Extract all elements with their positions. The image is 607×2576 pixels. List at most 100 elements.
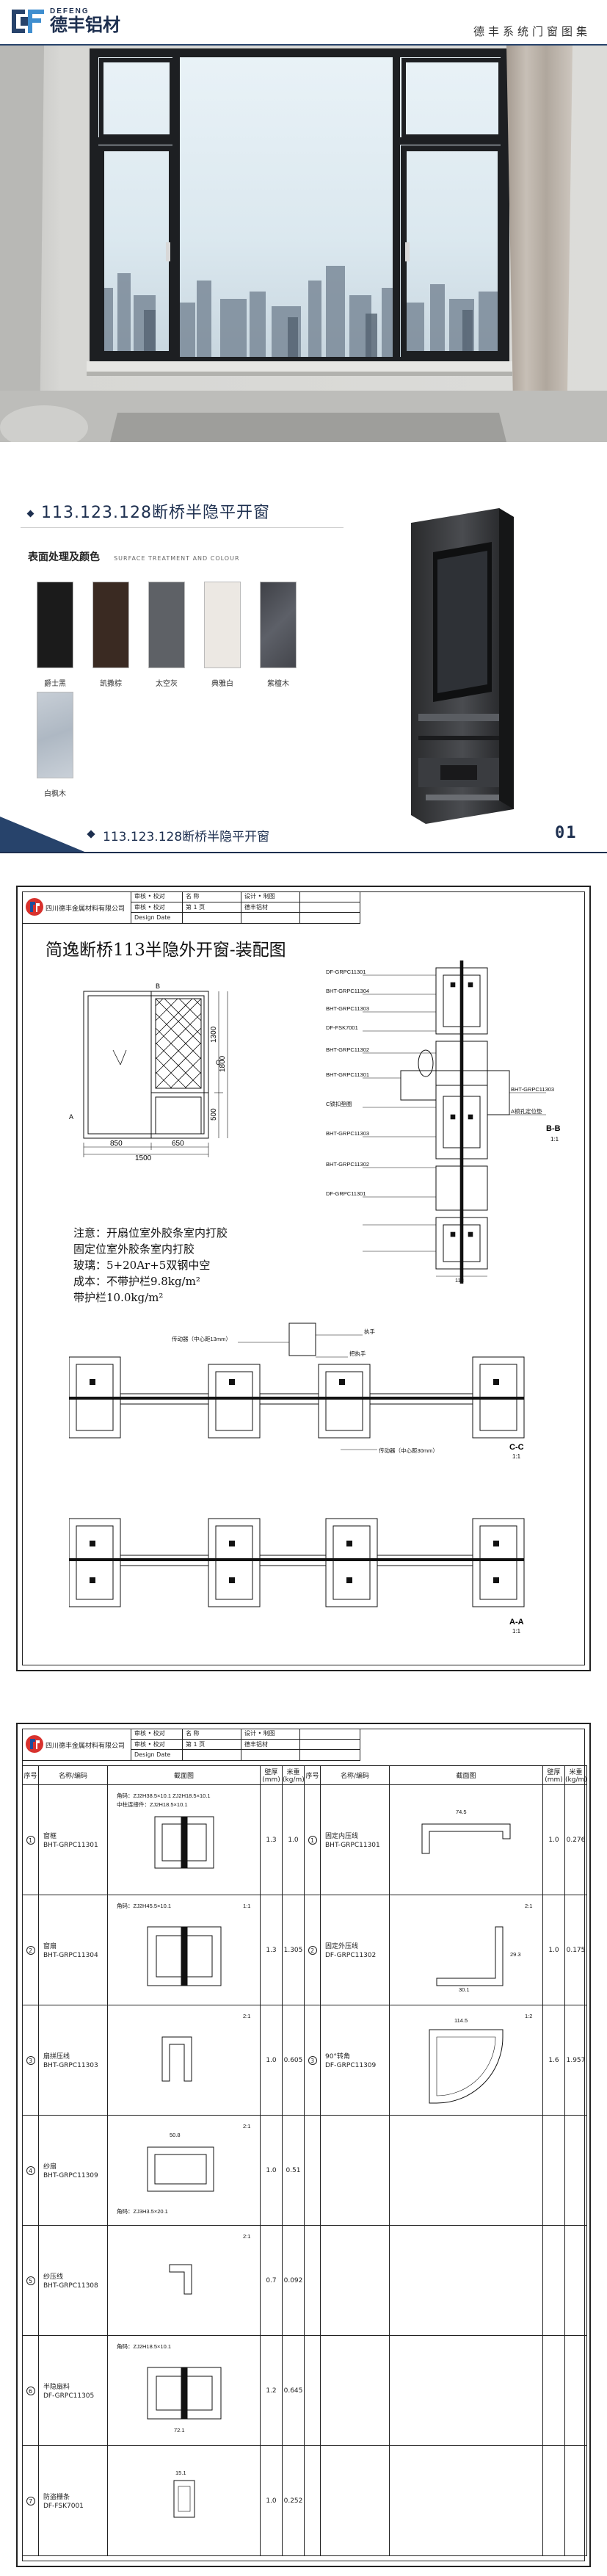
- product-title-bar: 113.123.128断桥半隐平开窗: [21, 501, 344, 528]
- section-scale: 2:1: [525, 1903, 532, 1909]
- tb-cell: Design Date: [131, 1750, 183, 1761]
- section-scale: 1:2: [525, 2013, 532, 2019]
- weight-cell: 1.305: [282, 1895, 305, 2005]
- col-header: 壁厚(mm): [542, 1765, 565, 1785]
- weight-cell: 1.0: [282, 1784, 305, 1895]
- section-tag-label: B-B: [546, 1124, 561, 1133]
- swatch-color-box: [92, 582, 129, 668]
- sash-bead-section-drawing: 2:1: [161, 2013, 250, 2082]
- dim-height-total: 1800: [219, 1055, 227, 1072]
- profile-name: 窗扇: [43, 1943, 57, 1950]
- section-tag-scale: 1:1: [512, 1628, 521, 1635]
- tb-cell: [300, 891, 360, 902]
- part-code-label: BHT-GRPC11303: [326, 1005, 369, 1012]
- color-swatch: 太空灰: [148, 582, 185, 688]
- swatch-color-box: [37, 692, 73, 778]
- row-number: 4: [22, 2115, 39, 2226]
- vertical-section-drawing: DF-GRPC11301 BHT-GRPC11304 BHT-GRPC11303…: [326, 960, 561, 1284]
- title-block-grid: 审核 • 校对 名 称 设计 • 制图 审核 • 校对 第 1 页 德丰铝材 D…: [131, 1729, 360, 1761]
- section-dim: 114.5: [454, 2017, 468, 2024]
- swatch-color-box: [148, 582, 185, 668]
- weight-cell: 0.175: [564, 1895, 587, 2005]
- dim-width-left: 850: [110, 1140, 123, 1148]
- profile-table: 序号 名称/编码 截面图 壁厚(mm) 米重(kg/m) 序号 名称/编码 截面…: [22, 1765, 587, 2556]
- section-scale: 1:1: [243, 1903, 250, 1909]
- profile-name-cell: 纱扇 BHT-GRPC11309: [38, 2115, 108, 2226]
- section-annotation: 角码：ZJ2H18.5×10.1: [117, 2342, 171, 2350]
- weight-cell: 0.252: [282, 2445, 305, 2556]
- profile-section-cell: 1:2 114.5: [389, 2005, 543, 2116]
- outer-bead-section-drawing: 2:1 29.3 30.1: [436, 1903, 532, 1993]
- profile-code: DF-GRPC11302: [325, 1952, 377, 1959]
- section-width-dim: 113: [455, 1277, 464, 1284]
- profile-name: 固定内压线: [325, 1833, 359, 1840]
- row-number: 6: [22, 2335, 39, 2446]
- tb-cell: 审核 • 校对: [131, 1739, 183, 1751]
- col-header: 序号: [304, 1765, 321, 1785]
- profile-section-cell: 角码：ZJ2H45.5×10.1 1:1: [107, 1895, 261, 2005]
- guard-bar-section-drawing: 15.1: [173, 2470, 195, 2518]
- color-swatch: 爵士黑: [37, 582, 73, 688]
- dim-height-top: 1300: [210, 1026, 218, 1043]
- profile-name-cell: 90°转角 DF-GRPC11309: [320, 2005, 390, 2116]
- caption-title: 113.123.128断桥半隐平开窗: [103, 830, 270, 844]
- section-tag-aa: A-A 1:1: [509, 1618, 524, 1635]
- surface-title-en: SURFACE TREATMENT AND COLOUR: [114, 555, 240, 562]
- profile-code: DF-GRPC11309: [325, 2062, 377, 2069]
- row-number: 1: [304, 1784, 321, 1895]
- title-block: 四川德丰金属材料有限公司 审核 • 校对 名 称 设计 • 制图 审核 • 校对…: [22, 1729, 360, 1761]
- dim-height-bottom: 500: [210, 1108, 218, 1121]
- row-number: 2: [304, 1895, 321, 2005]
- row-number: 7: [22, 2445, 39, 2556]
- tb-cell: [300, 1750, 360, 1761]
- transmission-callout-top: 传动器（中心距13mm）: [172, 1335, 231, 1342]
- tb-cell: [183, 913, 241, 924]
- tb-cell: [241, 913, 300, 924]
- note-line: 注意：开扇位室外胶条室内打胶: [73, 1226, 228, 1240]
- profile-name: 90°转角: [325, 2053, 350, 2061]
- row-number: 1: [22, 1784, 39, 1895]
- sash-section-drawing: 角码：ZJ2H45.5×10.1 1:1: [117, 1902, 250, 1986]
- col-header: 截面图: [389, 1765, 543, 1785]
- profile-name-cell: 窗扇 BHT-GRPC11304: [38, 1895, 108, 2005]
- page-header: DEFENG 德丰铝材 德丰系统门窗图集: [0, 0, 607, 46]
- brand-name-cn: 德丰铝材: [50, 15, 120, 35]
- section-dim: 50.8: [170, 2132, 181, 2138]
- section-tag-label: A-A: [509, 1618, 524, 1627]
- inner-bead-section-drawing: 74.5: [421, 1809, 511, 1854]
- section-tag-cc: C-C 1:1: [509, 1443, 524, 1460]
- surface-heading: 表面处理及颜色 SURFACE TREATMENT AND COLOUR: [28, 549, 351, 565]
- section-annotation: 角码：ZJ2H45.5×10.1: [117, 1902, 171, 1909]
- row-number: 2: [22, 1895, 39, 2005]
- profile-section-cell: 2:1: [107, 2225, 261, 2336]
- handle-callout: 执手: [364, 1328, 375, 1335]
- catalog-subtitle: 德丰系统门窗图集: [473, 25, 591, 38]
- col-header: 名称/编码: [38, 1765, 108, 1785]
- dim-width-total: 1500: [135, 1154, 152, 1160]
- section-annotation: 角码：ZJ3H3.5×20.1: [117, 2207, 168, 2215]
- profile-name-cell: 窗框 BHT-GRPC11301: [38, 1784, 108, 1895]
- window-elevation-drawing: 850 650 1500 1300 1800 500 B C A: [69, 983, 228, 1160]
- sheet-border: [22, 891, 585, 1665]
- profile-code: BHT-GRPC11301: [43, 1842, 98, 1849]
- profile-name-cell: 扇拼压线 BHT-GRPC11303: [38, 2005, 108, 2116]
- profile-code: BHT-GRPC11308: [43, 2282, 98, 2290]
- color-swatch: 凯撒棕: [92, 582, 129, 688]
- product-title: 113.123.128断桥半隐平开窗: [41, 504, 270, 522]
- tb-cell: 审核 • 校对: [131, 902, 183, 913]
- weight-cell: 0.51: [282, 2115, 305, 2226]
- part-code-label: DF-FSK7001: [326, 1024, 358, 1031]
- part-code-label: DF-GRPC11301: [326, 969, 366, 975]
- swatch-color-box: [204, 582, 241, 668]
- profile-name-cell: 防盗栅条 DF-FSK7001: [38, 2445, 108, 2556]
- part-code-label: BHT-GRPC11301: [326, 1071, 369, 1078]
- drawing-title: 简逸断桥113半隐外开窗-装配图: [46, 941, 286, 960]
- swatch-label: 爵士黑: [44, 680, 66, 688]
- profile-section-cell: 2:1 50.8 角码：ZJ3H3.5×20.1: [107, 2115, 261, 2226]
- thickness-cell: 1.3: [260, 1895, 283, 2005]
- assembly-drawing-sheet: 四川德丰金属材料有限公司 审核 • 校对 名 称 设计 • 制图 审核 • 校对…: [16, 886, 591, 1671]
- screen-bead-section-drawing: 2:1: [169, 2233, 250, 2295]
- color-swatch: 白枫木: [37, 692, 73, 798]
- section-dim: 30.1: [459, 1986, 470, 1993]
- profile-section-cell: 2:1 29.3 30.1: [389, 1895, 543, 2005]
